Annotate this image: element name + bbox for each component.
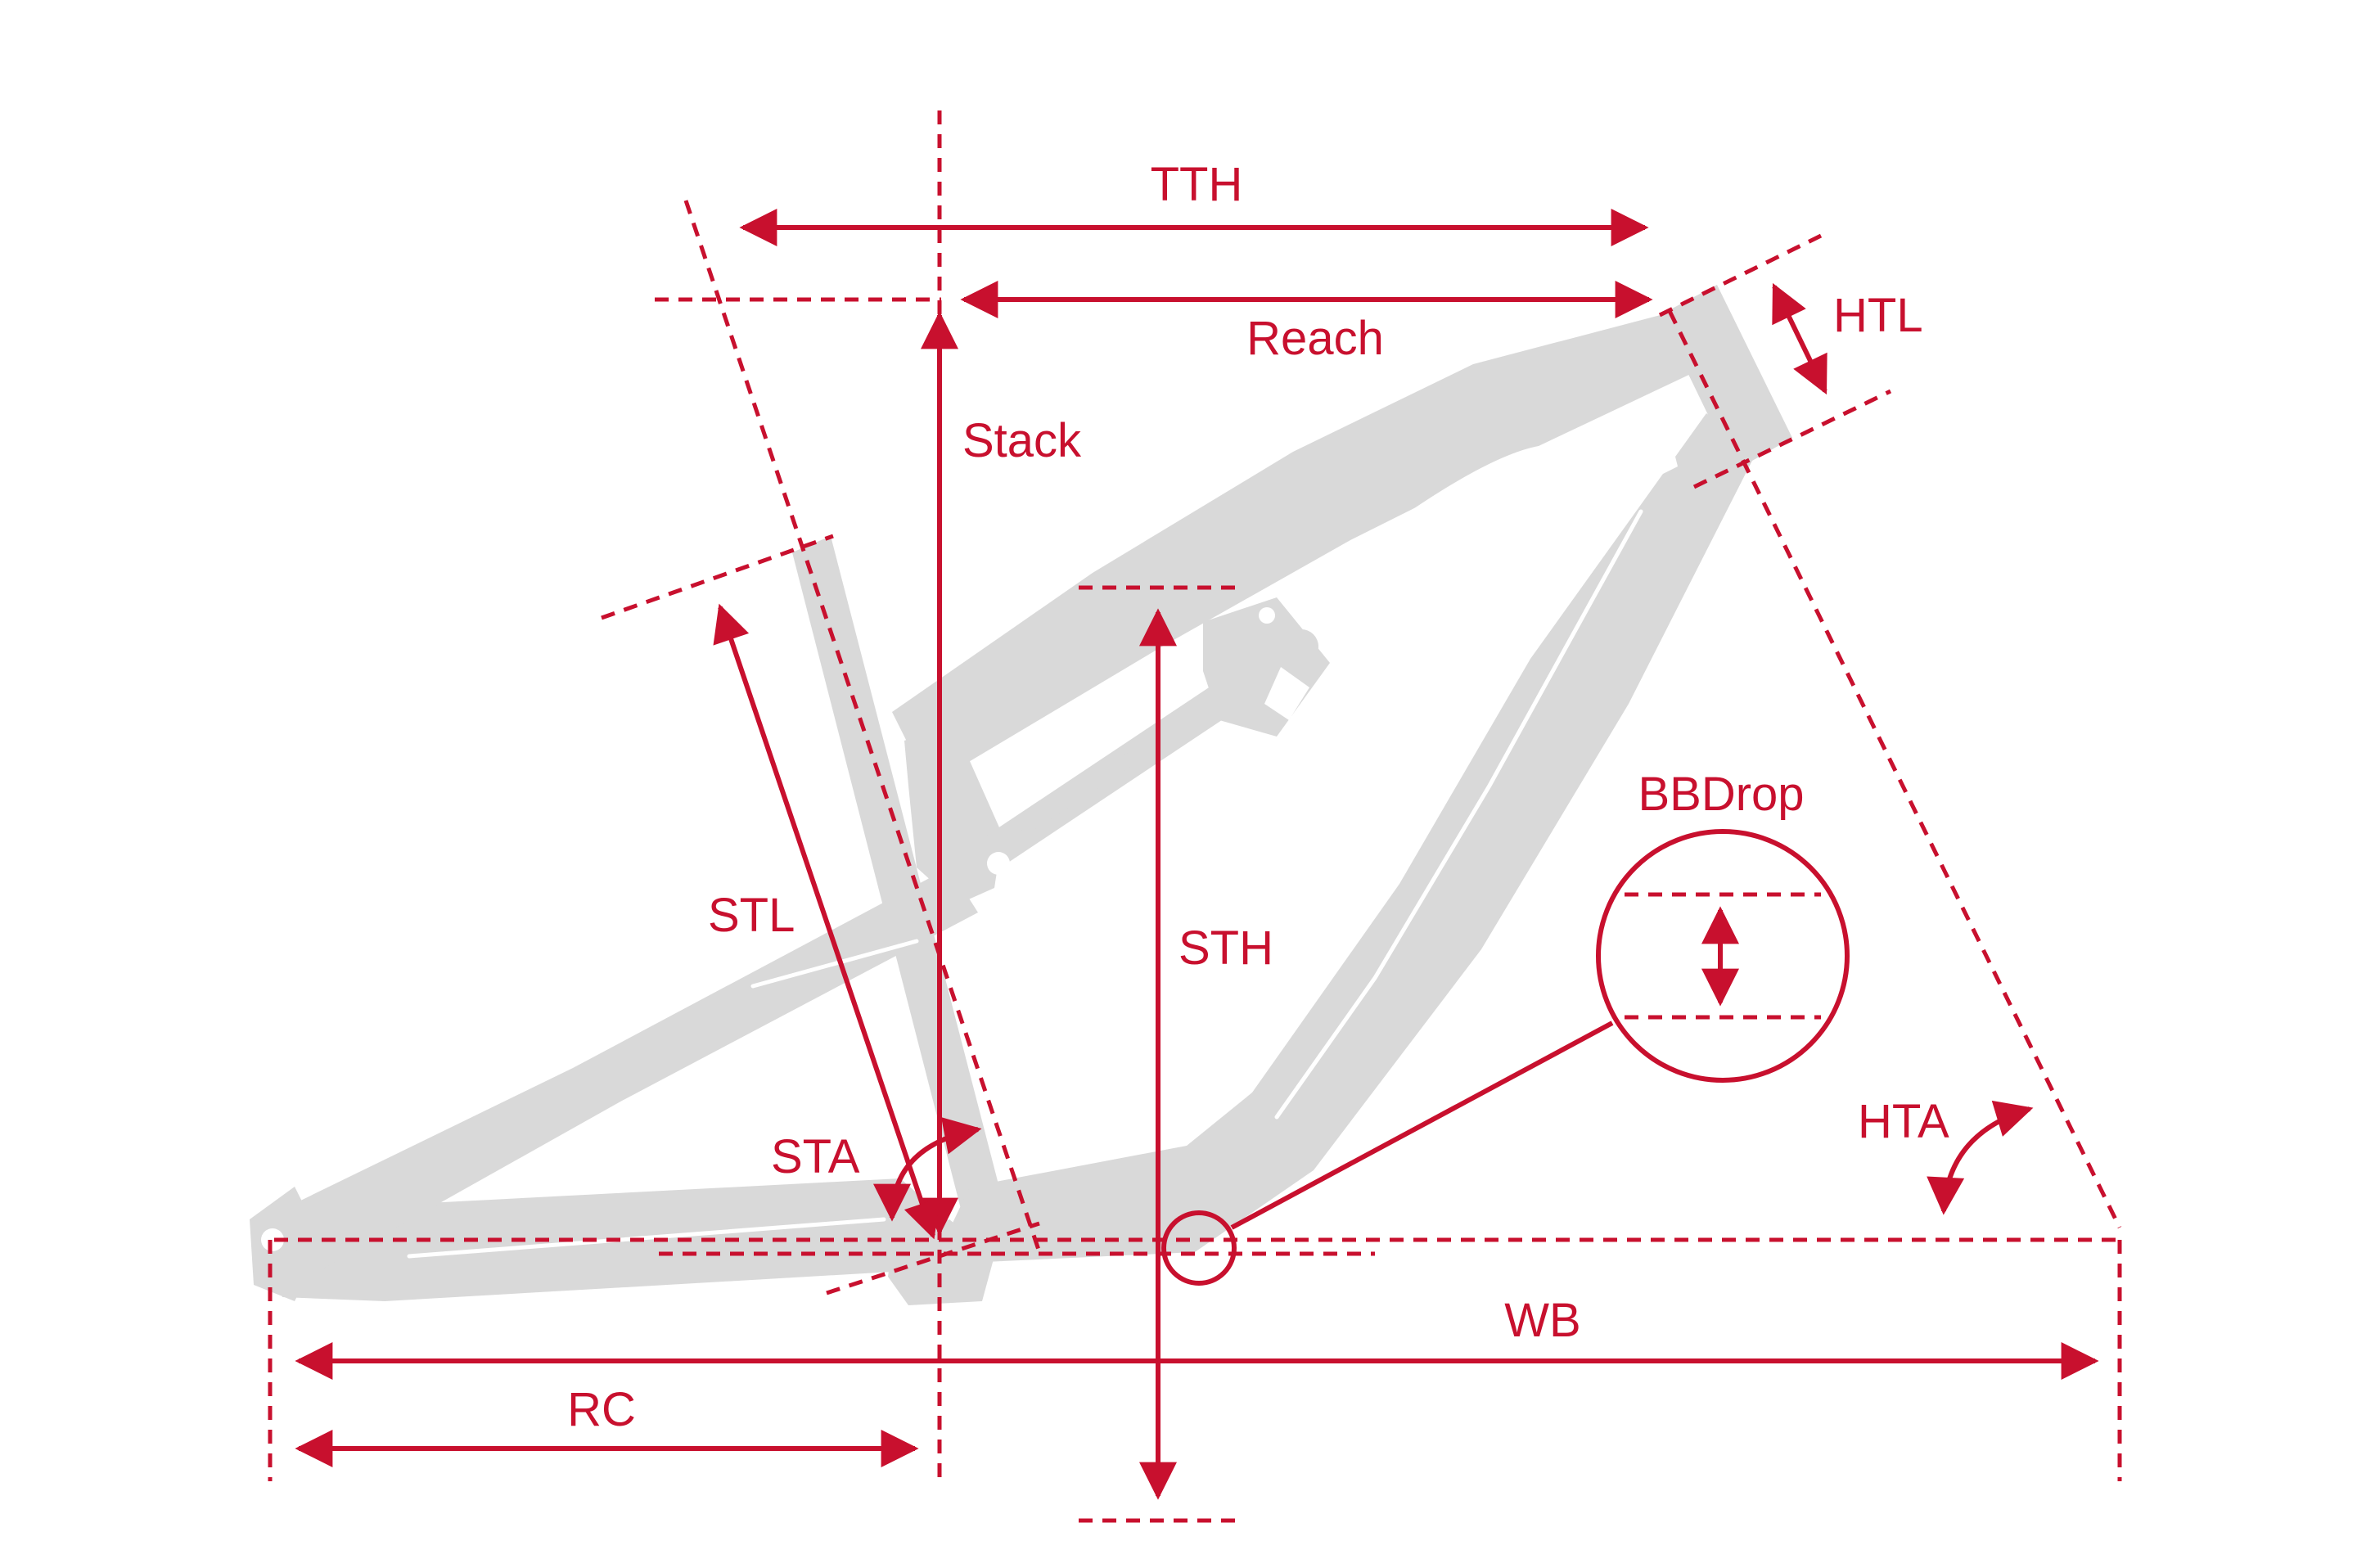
- label-reach: Reach: [1246, 312, 1384, 365]
- label-bbdrop: BBDrop: [1638, 768, 1804, 821]
- htl-arrow: [1772, 282, 1827, 395]
- label-htl: HTL: [1833, 289, 1923, 342]
- sta-angle-arc: [873, 1117, 982, 1222]
- seat-tube-top-perpendicular: [601, 534, 834, 620]
- label-stack: Stack: [962, 414, 1082, 467]
- label-stl: STL: [708, 889, 795, 942]
- label-sta: STA: [771, 1130, 860, 1183]
- label-sth: STH: [1178, 921, 1273, 975]
- bbdrop-leader-line: [1230, 1021, 1614, 1230]
- label-tth: TTH: [1151, 158, 1243, 211]
- rocker-link: [904, 724, 1003, 904]
- hta-angle-arc: [1927, 1100, 2034, 1215]
- head-tube: [1660, 285, 1792, 471]
- label-wb: WB: [1504, 1294, 1580, 1347]
- dimension-lines: [268, 110, 2122, 1523]
- head-tube-bottom-perpendicular: [1692, 389, 1892, 489]
- head-tube-axis: [1667, 309, 2122, 1229]
- dimension-labels: TTH Reach HTL Stack STL STH BBDrop STA H…: [567, 158, 1949, 1436]
- seat-tube-bottom-perpendicular: [826, 1221, 1040, 1295]
- head-tube-top-perpendicular: [1658, 233, 1823, 318]
- bb-small-circle: [1161, 1210, 1237, 1286]
- top-tube: [892, 313, 1694, 786]
- label-rc: RC: [567, 1383, 636, 1436]
- bbdrop-callout-circle: [1596, 829, 1850, 1083]
- label-hta: HTA: [1858, 1095, 1949, 1148]
